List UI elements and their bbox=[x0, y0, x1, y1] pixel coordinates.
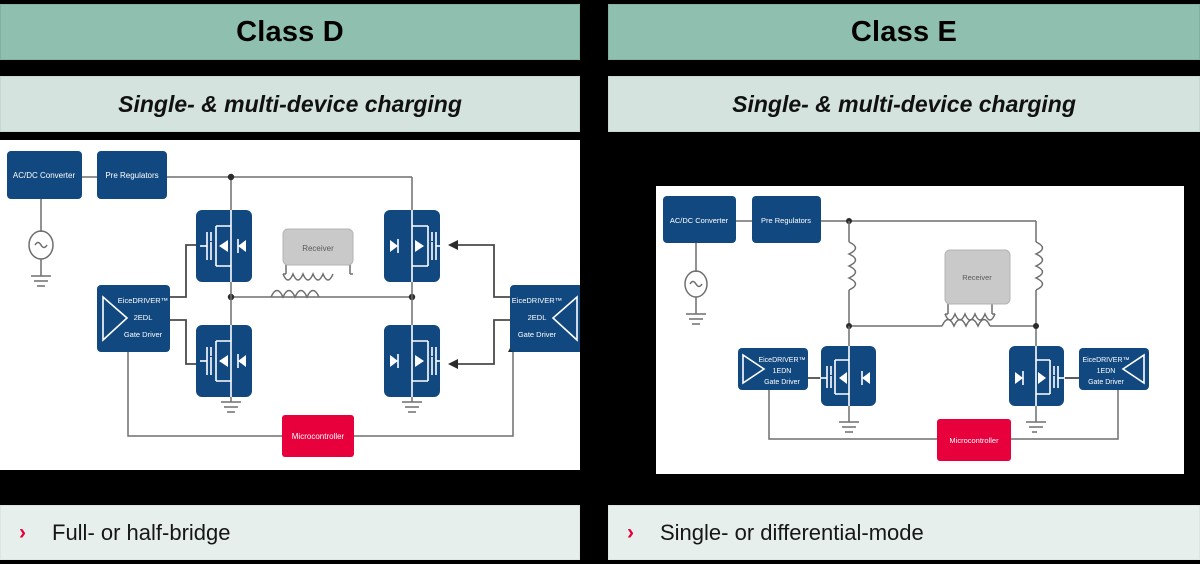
driver-brand-label: EiceDRIVER™ bbox=[118, 296, 168, 305]
wire-micro-to-left-driver bbox=[768, 390, 937, 440]
mosfet-highside-right bbox=[384, 210, 444, 282]
ground-symbol-left bbox=[221, 401, 241, 413]
panel-header-class-e: Class E bbox=[608, 4, 1200, 60]
driver-brand-label: EiceDRIVER™ bbox=[1082, 357, 1129, 364]
panel-footer-class-d: › Full- or half-bridge bbox=[0, 505, 580, 560]
wire-gate-ls-left bbox=[170, 319, 196, 365]
panel-header-class-d: Class D bbox=[0, 4, 580, 60]
acdc-label: AC/DC Converter bbox=[670, 216, 729, 225]
receiver-coil bbox=[944, 312, 996, 321]
receiver-label: Receiver bbox=[962, 273, 992, 282]
block-microcontroller bbox=[937, 419, 1011, 461]
block-gate-driver-left: EiceDRIVER™ 1EDN Gate Driver bbox=[738, 348, 808, 390]
ac-sine-glyph bbox=[34, 241, 48, 249]
panel-subtitle-class-e: Single- & multi-device charging bbox=[608, 76, 1200, 132]
diagram-class-d: Receiver AC/DC Converter Pre Regulators bbox=[0, 140, 580, 470]
ground-symbol-left bbox=[839, 421, 859, 433]
block-receiver bbox=[282, 228, 354, 266]
ac-sine-glyph bbox=[689, 280, 703, 288]
driver-role-label: Gate Driver bbox=[518, 330, 557, 339]
receiver-coil bbox=[282, 272, 334, 281]
driver-part-label: 2EDL bbox=[134, 313, 153, 322]
chevron-right-icon: › bbox=[19, 520, 26, 544]
ground-symbol-source bbox=[686, 313, 706, 325]
footer-text: Single- or differential-mode bbox=[660, 519, 924, 545]
circuit-svg-class-e: Receiver AC/DC Converter bbox=[663, 196, 1149, 461]
block-gate-driver-right: EiceDRIVER™ 1EDN Gate Driver bbox=[1079, 348, 1149, 390]
junction-dot bbox=[227, 173, 235, 181]
mosfet-lowside-right bbox=[384, 325, 444, 397]
arrow-gate-hs-right bbox=[448, 240, 458, 250]
block-acdc-converter bbox=[663, 196, 736, 243]
panel-title: Class D bbox=[236, 15, 344, 48]
wire-micro-to-right-driver bbox=[354, 352, 514, 437]
block-pre-regulators bbox=[97, 151, 167, 199]
footer-text: Full- or half-bridge bbox=[52, 519, 231, 545]
acdc-label: AC/DC Converter bbox=[13, 171, 76, 180]
panel-subtitle-text: Single- & multi-device charging bbox=[118, 90, 462, 117]
choke-left bbox=[847, 241, 857, 291]
diagram-class-e: Receiver AC/DC Converter bbox=[656, 186, 1184, 474]
receiver-label: Receiver bbox=[302, 244, 334, 253]
mosfet-highside-left bbox=[196, 210, 252, 282]
driver-role-label: Gate Driver bbox=[764, 379, 800, 386]
prereg-label: Pre Regulators bbox=[761, 216, 811, 225]
mosfet-right bbox=[1009, 346, 1065, 406]
wire-gate-ls-right bbox=[458, 319, 510, 365]
arrow-gate-ls-right bbox=[448, 359, 458, 369]
panel-footer-class-e: › Single- or differential-mode bbox=[608, 505, 1200, 560]
panel-class-e: Class E Single- & multi-device charging bbox=[608, 0, 1200, 564]
mosfet-left bbox=[820, 346, 876, 406]
chevron-right-icon: › bbox=[627, 520, 634, 544]
driver-role-label: Gate Driver bbox=[124, 330, 163, 339]
block-pre-regulators bbox=[752, 196, 821, 243]
choke-right bbox=[1034, 241, 1044, 291]
micro-label: Microcontroller bbox=[949, 436, 999, 445]
driver-part-label: 2EDL bbox=[528, 313, 547, 322]
driver-part-label: 1EDN bbox=[773, 368, 792, 375]
transmitter-coil bbox=[270, 289, 320, 299]
mosfet-lowside-left bbox=[196, 325, 252, 397]
ground-symbol-source bbox=[31, 275, 51, 287]
wire-gate-hs-left bbox=[170, 244, 196, 298]
driver-role-label: Gate Driver bbox=[1088, 379, 1124, 386]
ground-symbol-right bbox=[1026, 421, 1046, 433]
driver-part-label: 1EDN bbox=[1097, 368, 1116, 375]
panel-title: Class E bbox=[850, 15, 958, 48]
wire-micro-to-right-driver bbox=[1011, 390, 1119, 440]
circuit-svg-class-d: Receiver AC/DC Converter Pre Regulators bbox=[7, 151, 580, 457]
block-receiver bbox=[944, 249, 1011, 305]
wire-micro-to-left-driver bbox=[127, 352, 282, 437]
block-gate-driver-right: EiceDRIVER™ 2EDL Gate Driver bbox=[510, 285, 580, 352]
prereg-label: Pre Regulators bbox=[105, 171, 158, 180]
panel-subtitle-class-d: Single- & multi-device charging bbox=[0, 76, 580, 132]
block-gate-driver-left: EiceDRIVER™ 2EDL Gate Driver bbox=[97, 285, 170, 352]
block-acdc-converter bbox=[7, 151, 82, 199]
driver-brand-label: EiceDRIVER™ bbox=[758, 357, 805, 364]
ground-symbol-right bbox=[402, 401, 422, 413]
transmitter-coil bbox=[941, 318, 991, 328]
panel-subtitle-text: Single- & multi-device charging bbox=[732, 90, 1076, 117]
panel-class-d: Class D Single- & multi-device charging bbox=[0, 0, 580, 564]
receiver-coil-leads bbox=[947, 303, 993, 314]
driver-brand-label: EiceDRIVER™ bbox=[512, 296, 562, 305]
junction-dot bbox=[1033, 323, 1039, 329]
block-microcontroller bbox=[282, 415, 354, 457]
micro-label: Microcontroller bbox=[292, 432, 345, 441]
wire-gate-hs-right bbox=[458, 244, 510, 298]
